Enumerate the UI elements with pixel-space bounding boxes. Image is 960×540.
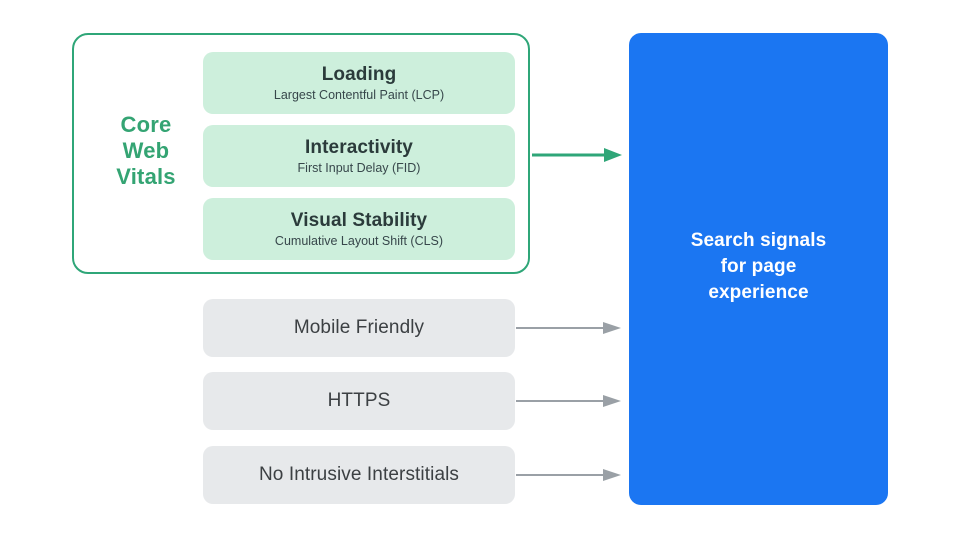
metric-card-loading: Loading Largest Contentful Paint (LCP) — [203, 52, 515, 114]
search-signals-label: Search signals for page experience — [690, 230, 827, 303]
metric-title: Interactivity — [305, 136, 413, 158]
metric-card-interactivity: Interactivity First Input Delay (FID) — [203, 125, 515, 187]
https-arrow — [516, 395, 621, 407]
signal-card-mobile-friendly: Mobile Friendly — [203, 299, 515, 357]
metric-subtitle: First Input Delay (FID) — [297, 160, 421, 175]
core-web-vitals-panel — [72, 33, 530, 274]
metric-title: Loading — [321, 63, 397, 85]
signal-label: No Intrusive Interstitials — [258, 464, 460, 485]
core-web-vitals-arrow — [532, 148, 622, 162]
no-intrusive-interstitials-arrow — [516, 469, 621, 481]
signal-label: Mobile Friendly — [293, 317, 425, 338]
metric-card-visual-stability: Visual Stability Cumulative Layout Shift… — [203, 198, 515, 260]
signal-card-no-intrusive-interstitials: No Intrusive Interstitials — [203, 446, 515, 504]
metric-title: Visual Stability — [290, 209, 428, 231]
search-signals-box: Search signals for page experience — [629, 33, 888, 505]
mobile-friendly-arrow — [516, 322, 621, 334]
signal-label: HTTPS — [327, 390, 391, 411]
metric-subtitle: Cumulative Layout Shift (CLS) — [274, 233, 444, 248]
metric-subtitle: Largest Contentful Paint (LCP) — [273, 87, 445, 102]
core-web-vitals-label: Core Web Vitals — [116, 112, 176, 189]
signal-card-https: HTTPS — [203, 372, 515, 430]
